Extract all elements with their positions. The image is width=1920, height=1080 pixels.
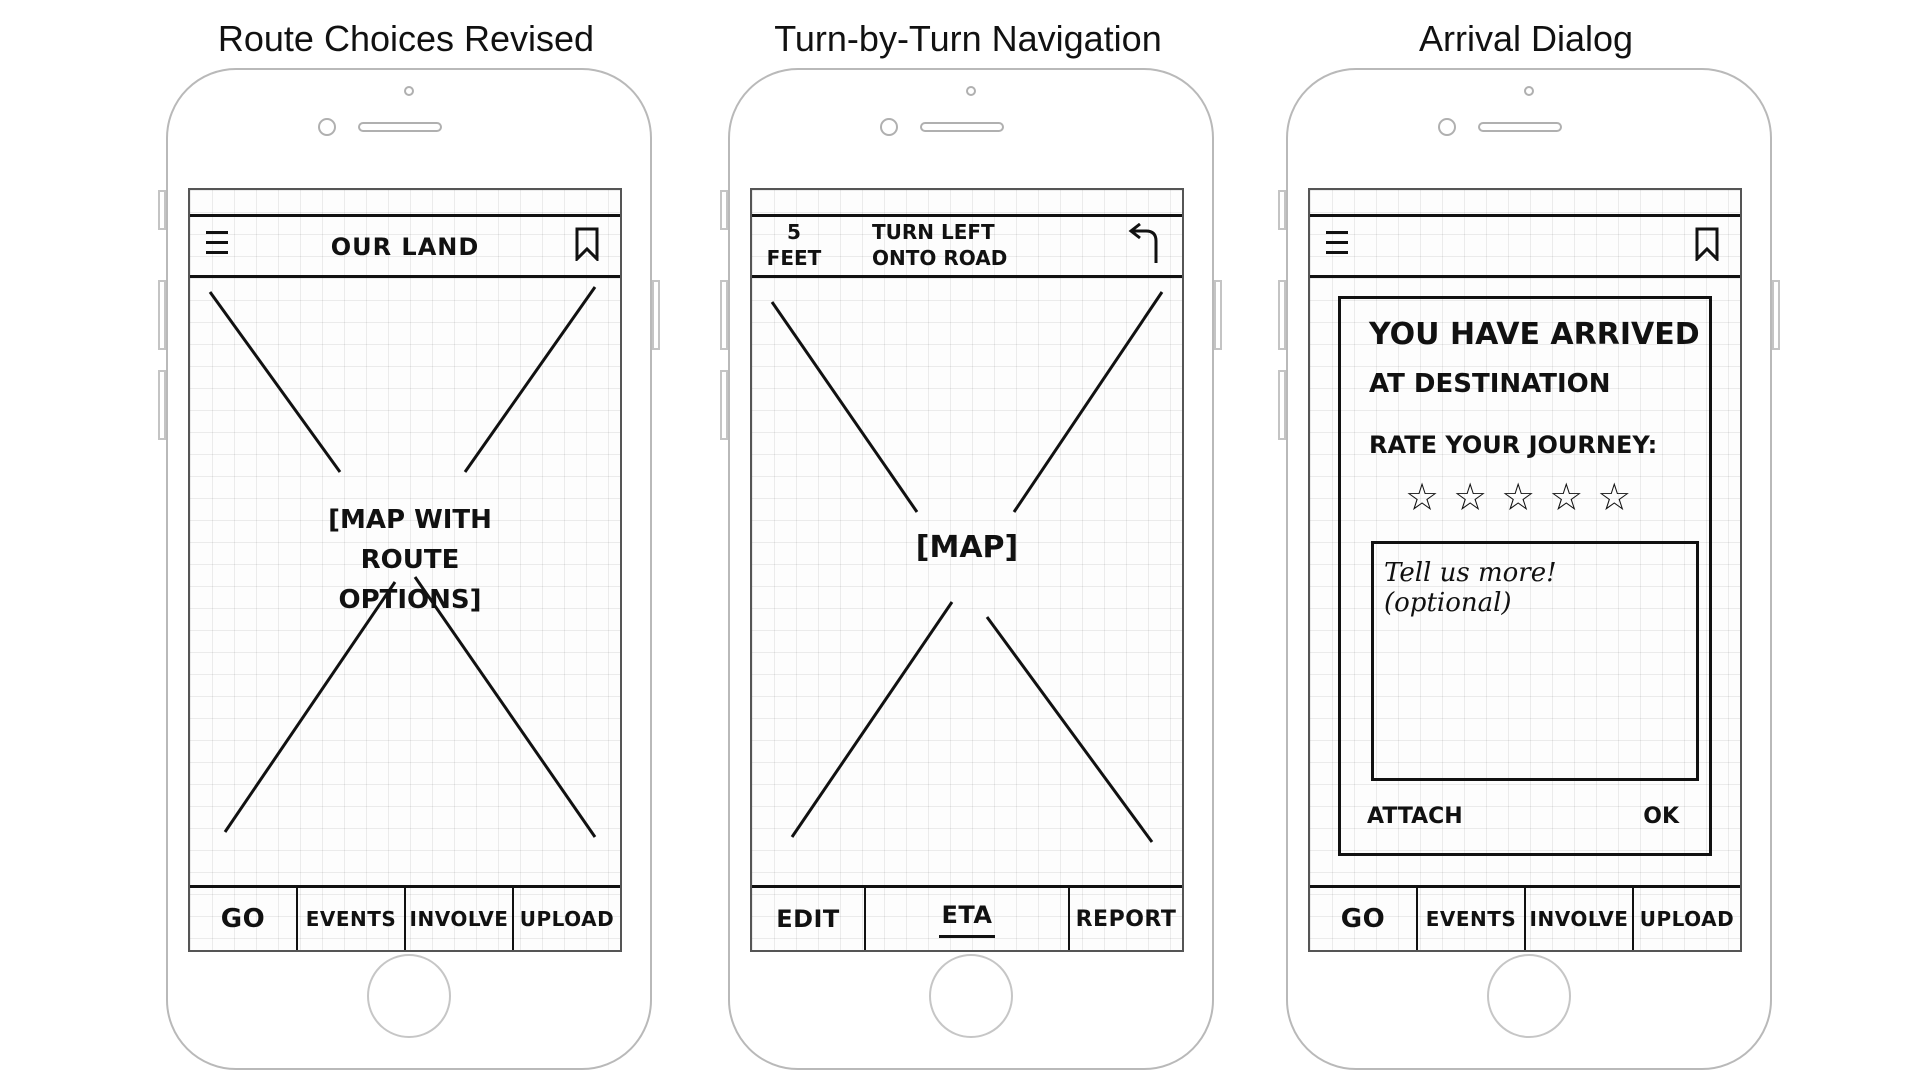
eta-label: ETA [941, 900, 993, 929]
eta-underline [939, 934, 995, 938]
tab-involve[interactable]: Involve [406, 888, 514, 950]
turn-instruction: turn left onto road [872, 219, 1052, 271]
map-placeholder-x [208, 286, 597, 838]
navigation-bar: 5 feet turn left onto road [752, 214, 1182, 278]
phone-frame-route-choices: our land [map with route options] Go Eve… [158, 68, 660, 1070]
side-button [1214, 280, 1222, 350]
phone-frame-arrival: You have arrived at destination Rate you… [1278, 68, 1780, 1070]
instruction-line: onto road [872, 246, 1008, 270]
screen-title-arrival: Arrival Dialog [1418, 18, 1634, 59]
wireframe-screen: our land [map with route options] Go Eve… [188, 188, 622, 952]
side-button [652, 280, 660, 350]
tab-bar: Go Events Involve Upload [1310, 885, 1740, 950]
attach-button[interactable]: Attach [1367, 804, 1463, 829]
dialog-heading-line2: at destination [1369, 369, 1611, 399]
side-button [158, 370, 166, 440]
screen-title-route-choices: Route Choices Revised [217, 18, 595, 59]
dialog-heading-line1: You have arrived [1369, 317, 1700, 352]
arrival-dialog: You have arrived at destination Rate you… [1338, 296, 1712, 856]
tab-bar: Edit ETA Report [752, 885, 1182, 950]
tab-upload[interactable]: Upload [1639, 907, 1735, 931]
side-button [158, 280, 166, 350]
side-button [1772, 280, 1780, 350]
home-button [1487, 954, 1571, 1038]
top-bar: our land [190, 214, 620, 278]
tab-bar: Go Events Involve Upload [190, 885, 620, 950]
menu-icon[interactable] [1326, 231, 1348, 259]
home-button [929, 954, 1013, 1038]
side-button [720, 190, 728, 230]
instruction-line: turn left [872, 220, 995, 244]
distance-unit: feet [766, 246, 822, 270]
side-button [1278, 370, 1286, 440]
side-button [1278, 280, 1286, 350]
map-label: [map with route options] [290, 500, 530, 620]
edit-button[interactable]: Edit [752, 888, 866, 950]
side-button [720, 370, 728, 440]
bookmark-icon[interactable] [1694, 227, 1720, 261]
distance-readout: 5 feet [766, 219, 822, 271]
home-button [367, 954, 451, 1038]
ok-button[interactable]: ok [1643, 804, 1679, 829]
map-label-line: route options] [338, 545, 482, 615]
tab-events[interactable]: Events [298, 888, 406, 950]
feedback-textarea[interactable]: Tell us more! (optional) [1371, 541, 1699, 781]
front-camera [318, 118, 336, 136]
rate-journey-label: Rate your journey: [1369, 431, 1658, 459]
wireframe-screen: You have arrived at destination Rate you… [1308, 188, 1742, 952]
distance-value: 5 [787, 220, 801, 244]
front-camera [880, 118, 898, 136]
proximity-sensor [404, 86, 414, 96]
bookmark-icon[interactable] [574, 227, 600, 261]
earpiece-speaker [1478, 122, 1562, 132]
eta-tab[interactable]: ETA [866, 888, 1070, 950]
tab-go[interactable]: Go [1310, 888, 1418, 950]
turn-left-arrow-icon [1128, 223, 1158, 263]
wireframe-screen: 5 feet turn left onto road [map] Edit ET… [750, 188, 1184, 952]
tab-involve[interactable]: Involve [1526, 888, 1634, 950]
top-bar [1310, 214, 1740, 278]
proximity-sensor [966, 86, 976, 96]
menu-icon[interactable] [206, 231, 228, 259]
front-camera [1438, 118, 1456, 136]
report-button[interactable]: Report [1075, 906, 1177, 932]
phone-frame-turn-by-turn: 5 feet turn left onto road [map] Edit ET… [720, 68, 1222, 1070]
earpiece-speaker [920, 122, 1004, 132]
tab-events[interactable]: Events [1418, 888, 1526, 950]
tab-upload[interactable]: Upload [519, 907, 615, 931]
side-button [720, 280, 728, 350]
header-title: our land [330, 233, 480, 261]
star-rating[interactable]: ☆☆☆☆☆ [1405, 477, 1646, 519]
earpiece-speaker [358, 122, 442, 132]
proximity-sensor [1524, 86, 1534, 96]
side-button [1278, 190, 1286, 230]
map-placeholder-x [770, 291, 1164, 843]
map-label-line: [map with [328, 505, 492, 535]
screen-title-turn-by-turn: Turn-by-Turn Navigation [774, 18, 1162, 59]
tab-go[interactable]: Go [190, 888, 298, 950]
map-label: [map] [915, 530, 1019, 565]
side-button [158, 190, 166, 230]
